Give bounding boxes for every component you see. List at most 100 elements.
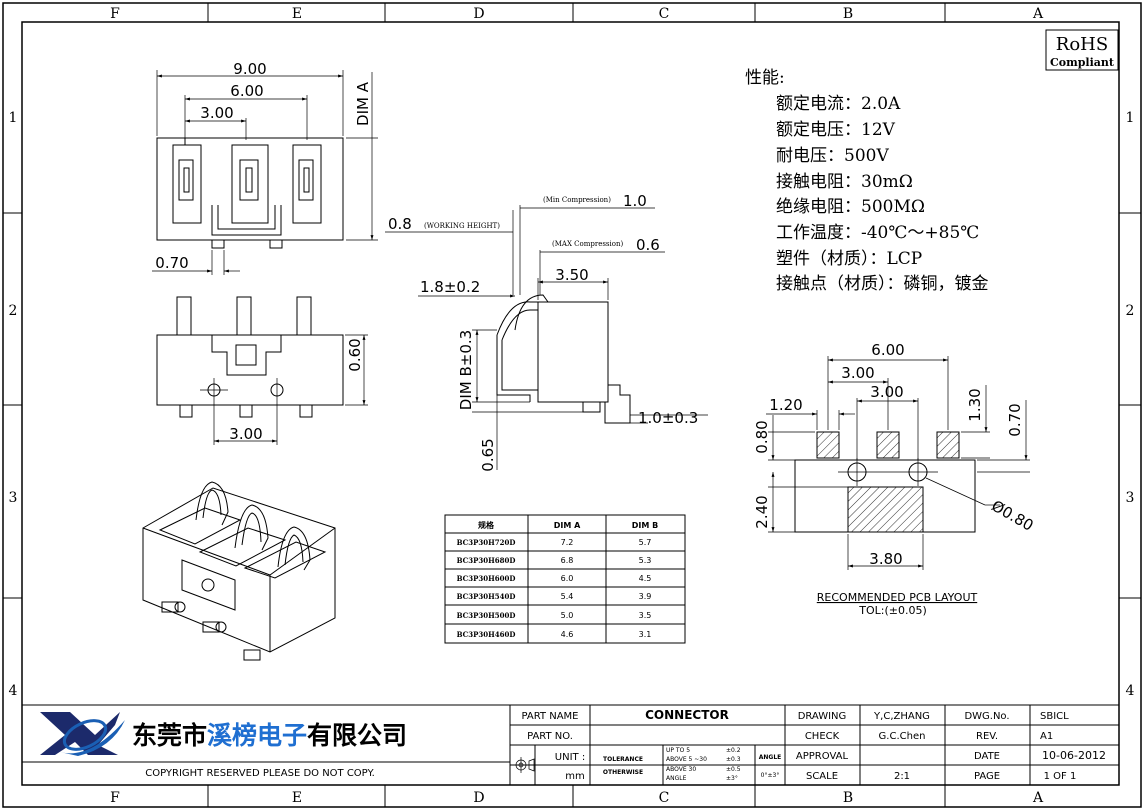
page-value: 1 OF 1 <box>1044 771 1077 782</box>
unit-label: UNIT : <box>555 752 585 763</box>
table-cell-dim-a: 5.0 <box>561 611 574 620</box>
properties-heading: 性能: <box>745 68 785 88</box>
min-compression-label: (Min Compression) <box>543 196 611 204</box>
table-cell-spec: BC3P30H460D <box>457 630 516 639</box>
dim-overall-width: 9.00 <box>233 60 266 78</box>
property-line: 耐电压：500V <box>776 146 889 166</box>
zone-col-bottom-f: F <box>110 790 120 806</box>
zone-col-top-f: F <box>110 6 120 22</box>
drawing-value: Y,C,ZHANG <box>873 711 930 722</box>
pcb-dim-pitch-b: 3.00 <box>870 383 903 401</box>
zone-col-bottom-c: C <box>659 790 670 806</box>
table-header: DIM B <box>632 521 658 530</box>
rev-value: A1 <box>1040 731 1053 742</box>
check-label: CHECK <box>805 731 840 742</box>
date-label: DATE <box>974 751 1000 762</box>
isometric-view <box>142 481 336 661</box>
zone-col-bottom-e: E <box>292 790 302 806</box>
min-compression-value: 1.0 <box>623 192 647 210</box>
table-cell-dim-a: 7.2 <box>561 538 574 547</box>
property-line: 额定电流：2.0A <box>776 94 901 114</box>
dwg-no-label: DWG.No. <box>964 711 1009 722</box>
dim-side-width: 3.50 <box>555 266 588 284</box>
zone-col-bottom-d: D <box>473 790 484 806</box>
tol-value: ±0.2 <box>726 747 741 754</box>
table-cell-dim-a: 6.8 <box>561 556 574 565</box>
property-line: 额定电压：12V <box>776 120 896 140</box>
property-line: 接触点（材质）：磷铜，镀金 <box>776 274 989 294</box>
property-line: 工作温度：-40℃～+85℃ <box>776 223 979 243</box>
tol-range: ABOVE 5 ~30 <box>666 756 707 763</box>
pcb-dim-pad-width: 1.20 <box>769 396 802 414</box>
dim-table: 规格 DIM A DIM B BC3P30H720D 7.2 5.7 BC3P3… <box>444 514 686 644</box>
contact-pin <box>292 144 322 224</box>
tol-range: ABOVE 30 <box>666 766 696 773</box>
scale-label: SCALE <box>806 771 838 782</box>
pcb-layout: 6.00 3.00 3.00 1.20 1.30 0.70 0.80 Ø0.80… <box>753 341 1037 617</box>
pcb-dim-right: 0.70 <box>1006 403 1024 436</box>
zone-col-bottom-b: B <box>843 790 853 806</box>
max-compression-label: (MAX Compression) <box>552 240 623 248</box>
copyright-notice: COPYRIGHT RESERVED PLEASE DO NOT COPY. <box>145 768 375 779</box>
date-value: 10-06-2012 <box>1042 749 1106 762</box>
zone-col-top-e: E <box>292 6 302 22</box>
tol-value: ±0.5 <box>726 766 741 773</box>
pcb-pad <box>816 431 840 459</box>
table-cell-dim-b: 4.5 <box>639 574 652 583</box>
front-view: 9.00 6.00 3.00 DIM A 0.70 <box>152 60 378 275</box>
projection-symbol-icon <box>513 757 535 773</box>
zone-row-right-4: 4 <box>1126 683 1135 699</box>
drawing-label: DRAWING <box>798 711 847 722</box>
dim-bottom-pitch: 3.00 <box>229 425 262 443</box>
zone-row-right-1: 1 <box>1126 110 1135 126</box>
pcb-pad-large <box>847 486 924 533</box>
dim-tail: 1.0±0.3 <box>638 409 698 427</box>
angle-label: ANGLE <box>759 754 782 761</box>
pcb-caption: RECOMMENDED PCB LAYOUT <box>817 591 978 604</box>
title-block: 东莞市溪榜电子有限公司 COPYRIGHT RESERVED PLEASE DO… <box>21 704 1120 786</box>
zone-col-top-a: A <box>1032 6 1044 22</box>
pcb-dim-bottom: 3.80 <box>869 550 902 568</box>
table-cell-spec: BC3P30H720D <box>457 538 516 547</box>
pcb-dim-pad-height: 1.30 <box>966 388 984 421</box>
pcb-pad <box>936 431 960 459</box>
dim-peg: 0.65 <box>479 438 497 471</box>
table-cell-dim-a: 4.6 <box>561 630 574 639</box>
otherwise-label: OTHERWISE <box>603 769 643 776</box>
zone-col-top-b: B <box>843 6 853 22</box>
scale-value: 2:1 <box>894 771 910 782</box>
rohs-title: RoHS <box>1056 34 1108 55</box>
company-name-part: 有限公司 <box>307 721 407 750</box>
dwg-no-value: SBICL <box>1040 711 1069 722</box>
tol-value: ±0.3 <box>726 756 741 763</box>
table-cell-spec: BC3P30H680D <box>457 556 516 565</box>
table-cell-spec: BC3P30H600D <box>457 574 516 583</box>
zone-col-bottom-a: A <box>1032 790 1044 806</box>
working-height-value: 0.8 <box>388 215 412 233</box>
dim-bottom-right: 0.60 <box>346 338 364 371</box>
zone-col-top-d: D <box>473 6 484 22</box>
tol-range: UP TO 5 <box>666 747 690 754</box>
zone-row-left-1: 1 <box>9 110 18 126</box>
working-height-label: (WORKING HEIGHT) <box>424 222 500 230</box>
angle-value: 0°±3° <box>761 772 780 779</box>
check-value: G.C.Chen <box>879 731 926 742</box>
property-line: 绝缘电阻：500MΩ <box>776 197 925 217</box>
table-cell-dim-b: 3.9 <box>639 592 652 601</box>
pcb-dim-overall: 6.00 <box>871 341 904 359</box>
table-cell-spec: BC3P30H500D <box>457 611 516 620</box>
max-compression-value: 0.6 <box>636 236 660 254</box>
table-cell-dim-b: 3.1 <box>639 630 652 639</box>
zone-col-top-c: C <box>659 6 670 22</box>
dim-outer-pins: 6.00 <box>230 82 263 100</box>
pcb-dim-pitch-a: 3.00 <box>841 364 874 382</box>
table-header: 规格 <box>478 520 495 530</box>
zone-row-right-2: 2 <box>1126 303 1135 319</box>
zone-row-left-3: 3 <box>9 490 18 506</box>
pcb-pad <box>876 431 900 459</box>
part-name-value: CONNECTOR <box>645 708 729 722</box>
dim-contact-offset: 1.8±0.2 <box>420 278 480 296</box>
pcb-dim-hole: Ø0.80 <box>988 497 1036 535</box>
rohs-badge: RoHS Compliant <box>1045 29 1119 71</box>
part-no-label: PART NO. <box>527 731 573 742</box>
